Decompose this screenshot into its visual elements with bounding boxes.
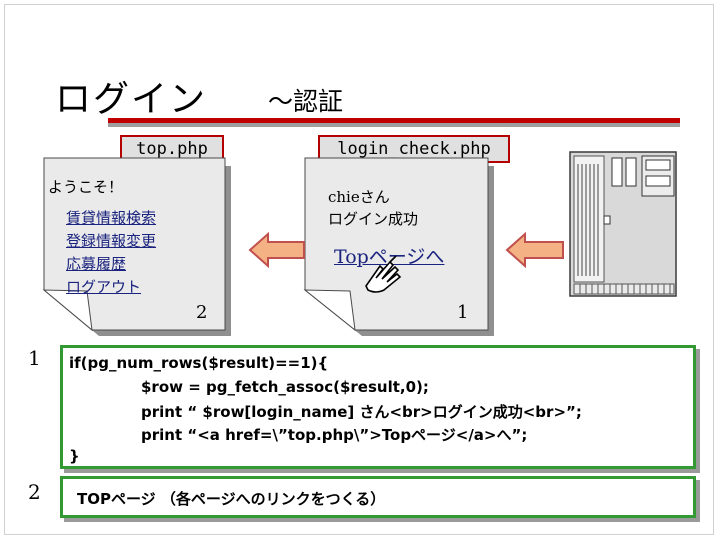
slide-frame	[4, 4, 714, 535]
browser-page-login-check: chieさん ログイン成功 Topページへ 1	[298, 150, 498, 340]
page-outline	[42, 157, 231, 336]
top-page-note: TOPページ （各ページへのリンクをつくる）	[60, 476, 696, 518]
greeting-text: ようこそ！	[48, 178, 124, 196]
slide-subtitle: ～認証	[268, 87, 344, 116]
server-icon	[568, 150, 680, 300]
link-rental-search[interactable]: 賃貸情報検索	[66, 209, 157, 227]
login-success-text: ログイン成功	[328, 210, 419, 228]
link-profile-edit[interactable]: 登録情報変更	[66, 232, 157, 250]
code-line: if(pg_num_rows($result)==1){	[69, 354, 329, 372]
browser-page-top: ようこそ！ 賃貸情報検索 登録情報変更 応募履歴 ログアウト 2	[40, 150, 235, 340]
code-block: if(pg_num_rows($result)==1){ $row = pg_f…	[60, 345, 696, 469]
top-page-note-text: TOPページ （各ページへのリンクをつくる）	[77, 490, 386, 508]
hand-pointer-icon	[360, 252, 406, 294]
page-outline	[303, 157, 494, 336]
code-line: $row = pg_fetch_assoc($result,0);	[141, 378, 429, 396]
menu-links: 賃貸情報検索 登録情報変更 応募履歴 ログアウト	[66, 207, 156, 299]
code-line: print “ $row[login_name] さん<br>ログイン成功<br…	[141, 403, 582, 421]
arrow-left-icon	[505, 232, 564, 268]
step-number-right: 1	[457, 302, 469, 323]
code-marker-number: 1	[28, 346, 41, 370]
step-number-left: 2	[196, 302, 208, 323]
code-line: }	[69, 447, 80, 465]
code-line: print “<a href=\”top.php\”>Topページ</a>へ”;	[141, 426, 528, 444]
link-application-history[interactable]: 応募履歴	[66, 255, 127, 273]
user-name-text: chieさん	[328, 188, 390, 206]
arrow-left-icon	[248, 232, 305, 268]
title-rule	[108, 118, 680, 128]
slide-title: ログイン	[55, 79, 208, 120]
link-top-page[interactable]: Topページへ	[334, 246, 445, 268]
note-marker-number: 2	[28, 480, 41, 504]
link-logout[interactable]: ログアウト	[66, 278, 142, 296]
